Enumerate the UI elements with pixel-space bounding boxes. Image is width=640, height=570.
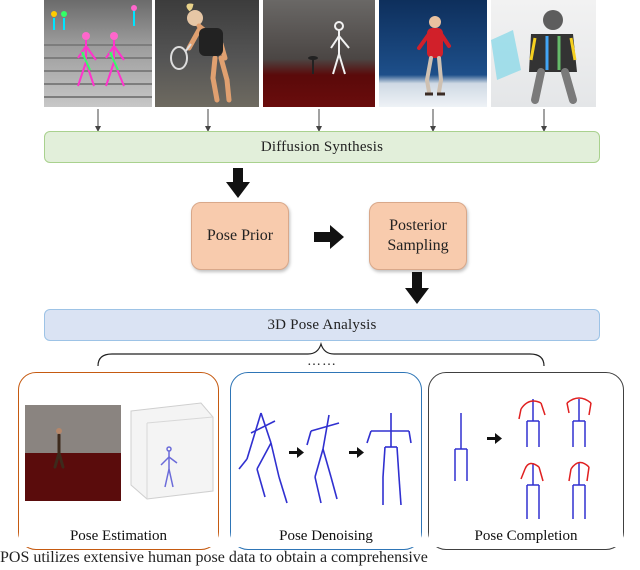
pose-estimation-label: Pose Estimation bbox=[19, 526, 218, 547]
pose-completion-panel: Pose Completion bbox=[428, 372, 624, 550]
crowd-stairs-scene bbox=[44, 5, 152, 98]
pose-completion-art bbox=[454, 397, 592, 519]
synthetic-person-figure bbox=[491, 10, 577, 104]
pose-prior-label: Pose Prior bbox=[206, 227, 274, 244]
pose-estimation-panel: Pose Estimation bbox=[18, 372, 219, 550]
pose-denoising-art bbox=[238, 412, 412, 506]
flow-arrows bbox=[226, 168, 429, 304]
pose-analysis-bar: 3D Pose Analysis bbox=[44, 309, 600, 341]
down-arrow-to-analysis bbox=[405, 272, 429, 304]
figure-skater-figure bbox=[417, 16, 451, 96]
diffusion-synthesis-label: Diffusion Synthesis bbox=[260, 138, 384, 155]
pose-estimation-art bbox=[25, 402, 214, 501]
ellipsis-text: …… bbox=[307, 354, 337, 369]
studio-skeleton-figure bbox=[308, 21, 350, 75]
posterior-sampling-box: Posterior Sampling bbox=[369, 202, 467, 270]
pose-analysis-label: 3D Pose Analysis bbox=[267, 316, 377, 333]
pose-denoising-label: Pose Denoising bbox=[231, 526, 421, 547]
completed-skeleton-3 bbox=[520, 462, 544, 519]
synthetic-person-photo bbox=[491, 0, 596, 107]
diffusion-synthesis-bar: Diffusion Synthesis bbox=[44, 131, 600, 163]
posterior-label-line1: Posterior bbox=[389, 217, 447, 234]
tennis-player-figure bbox=[170, 3, 232, 103]
denoise-arrow-2 bbox=[349, 447, 364, 458]
studio-skeleton-photo bbox=[263, 0, 375, 107]
completed-skeleton-2 bbox=[566, 397, 592, 447]
figure-caption-fragment: POS utilizes extensive human pose data t… bbox=[0, 549, 428, 566]
clean-skeleton bbox=[366, 413, 412, 506]
posterior-label-line2: Sampling bbox=[387, 237, 449, 254]
crowd-stairs-photo bbox=[44, 0, 152, 107]
curly-brace bbox=[97, 342, 545, 367]
right-arrow-prior-to-posterior bbox=[314, 225, 344, 249]
completed-skeleton-4 bbox=[568, 461, 590, 519]
noisy-skeleton bbox=[238, 412, 288, 504]
pose-completion-label: Pose Completion bbox=[429, 526, 623, 547]
down-arrow-to-prior bbox=[226, 168, 250, 198]
denoise-arrow-1 bbox=[289, 447, 304, 458]
pose-denoising-panel: Pose Denoising bbox=[230, 372, 422, 550]
pose-prior-box: Pose Prior bbox=[191, 202, 289, 270]
tennis-player-photo bbox=[155, 0, 259, 107]
photo-connectors bbox=[95, 109, 547, 132]
completed-skeleton-1 bbox=[518, 399, 546, 447]
partially-denoised-skeleton bbox=[306, 414, 340, 504]
completion-arrow bbox=[487, 433, 502, 444]
figure-skater-photo bbox=[379, 0, 487, 107]
partial-skeleton bbox=[454, 413, 468, 481]
